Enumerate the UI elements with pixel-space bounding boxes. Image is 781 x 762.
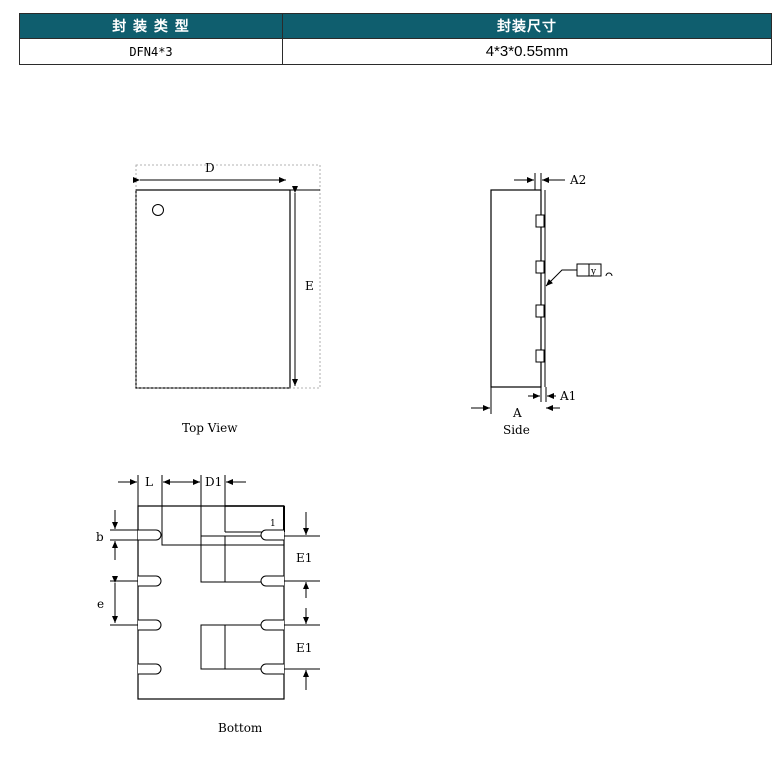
top-view-caption: Top View [182, 421, 238, 435]
label-y: y [590, 267, 597, 277]
side-view-body [490, 189, 542, 388]
bottom-left-leads [138, 529, 162, 675]
top-view: D E Top View [133, 161, 321, 435]
pin1-dot [152, 204, 164, 216]
top-view-outline-dashed [135, 164, 321, 389]
bottom-view-caption: Bottom [218, 721, 263, 735]
label-d1: D1 [205, 475, 222, 489]
label-e-pitch: e [97, 597, 104, 611]
bottom-right-leads [260, 529, 284, 675]
package-spec-table: 封 装 类 型 封装尺寸 DFN4*3 4*3*0.55mm [19, 13, 772, 65]
label-pin1: 1 [270, 519, 276, 529]
label-a2: A2 [569, 173, 586, 187]
side-view-caption: Side [503, 423, 530, 437]
bottom-view: 1 L D1 [96, 475, 320, 735]
top-view-body [135, 189, 291, 389]
cell-package-size: 4*3*0.55mm [282, 38, 772, 65]
label-a1: A1 [559, 389, 576, 403]
bottom-view-body [138, 505, 285, 546]
label-e1-top: E1 [296, 551, 312, 565]
header-package-type: 封 装 类 型 [19, 13, 283, 39]
side-view: A2 y A1 A Side [471, 173, 613, 437]
label-e: E [305, 279, 314, 293]
label-d: D [205, 161, 215, 175]
table-row: DFN4*3 4*3*0.55mm [19, 38, 772, 65]
label-l: L [145, 475, 153, 489]
bottom-exposed-pads [200, 506, 285, 670]
label-b: b [96, 530, 104, 544]
side-view-pads [535, 214, 545, 363]
label-e1-bottom: E1 [296, 641, 312, 655]
cell-package-type: DFN4*3 [19, 38, 283, 65]
label-a: A [512, 406, 522, 420]
table-header-row: 封 装 类 型 封装尺寸 [19, 13, 772, 39]
